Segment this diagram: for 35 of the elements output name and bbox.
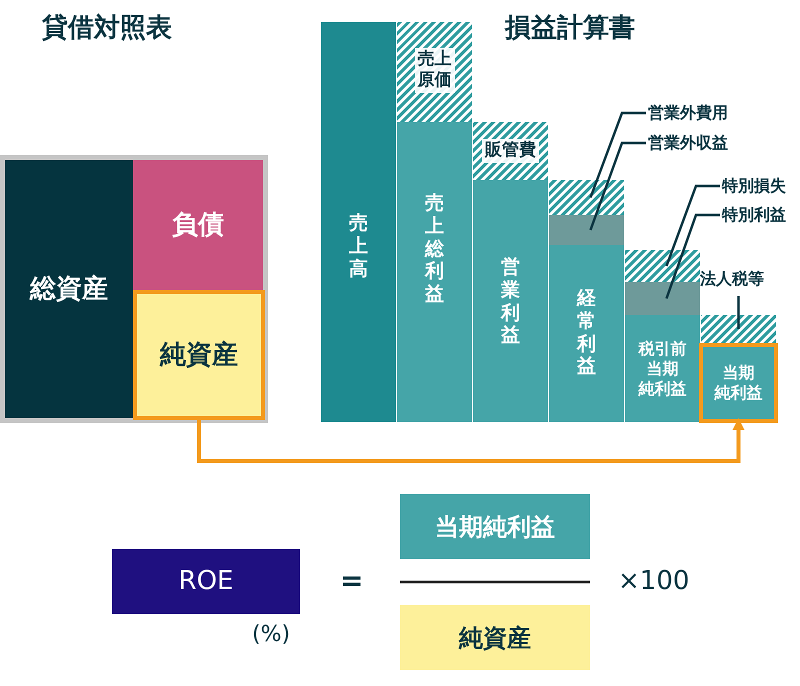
ratio-box: ROE — [112, 549, 300, 614]
profit-bar: 当期純利益 — [699, 343, 778, 423]
hatched-band — [701, 315, 776, 343]
arrow — [197, 418, 744, 463]
leader-text: 法人税等 — [700, 266, 780, 292]
denominator-box: 純資産 — [400, 605, 590, 670]
equals-sign: = — [340, 564, 364, 597]
profit-bar: 売上総利益 — [397, 122, 472, 422]
leader-line — [737, 296, 740, 329]
leader-line — [589, 112, 646, 198]
profit-bar: 営業利益 — [473, 180, 548, 422]
liability-box: 負債 — [133, 160, 263, 290]
leader-text: 特別損失 — [722, 173, 800, 199]
heading: 貸借対照表 — [42, 12, 172, 45]
heading: 損益計算書 — [505, 12, 635, 45]
leader-text: 営業外収益 — [648, 130, 758, 156]
unit-label: (%) — [252, 622, 290, 647]
leader-line — [589, 142, 646, 230]
revenue-bar: 売上高 — [321, 22, 396, 422]
equity-box: 純資産 — [133, 290, 265, 420]
leader-line — [665, 214, 720, 299]
expense-band: 販管費 — [473, 122, 548, 180]
cost-band: 売上原価 — [397, 22, 472, 122]
multiplier: ×100 — [618, 566, 690, 596]
profit-bar: 税引前当期純利益 — [625, 315, 700, 422]
shaded-band — [549, 215, 624, 245]
leader-line — [665, 184, 720, 266]
asset-box: 総資産 — [5, 160, 133, 418]
leader-text: 特別利益 — [722, 202, 800, 228]
hatched-band — [549, 180, 624, 215]
leader-text: 営業外費用 — [648, 100, 758, 126]
shaded-band — [625, 282, 700, 315]
hatched-band — [625, 250, 700, 282]
profit-bar: 経常利益 — [549, 245, 624, 422]
numerator-box: 当期純利益 — [400, 494, 590, 559]
